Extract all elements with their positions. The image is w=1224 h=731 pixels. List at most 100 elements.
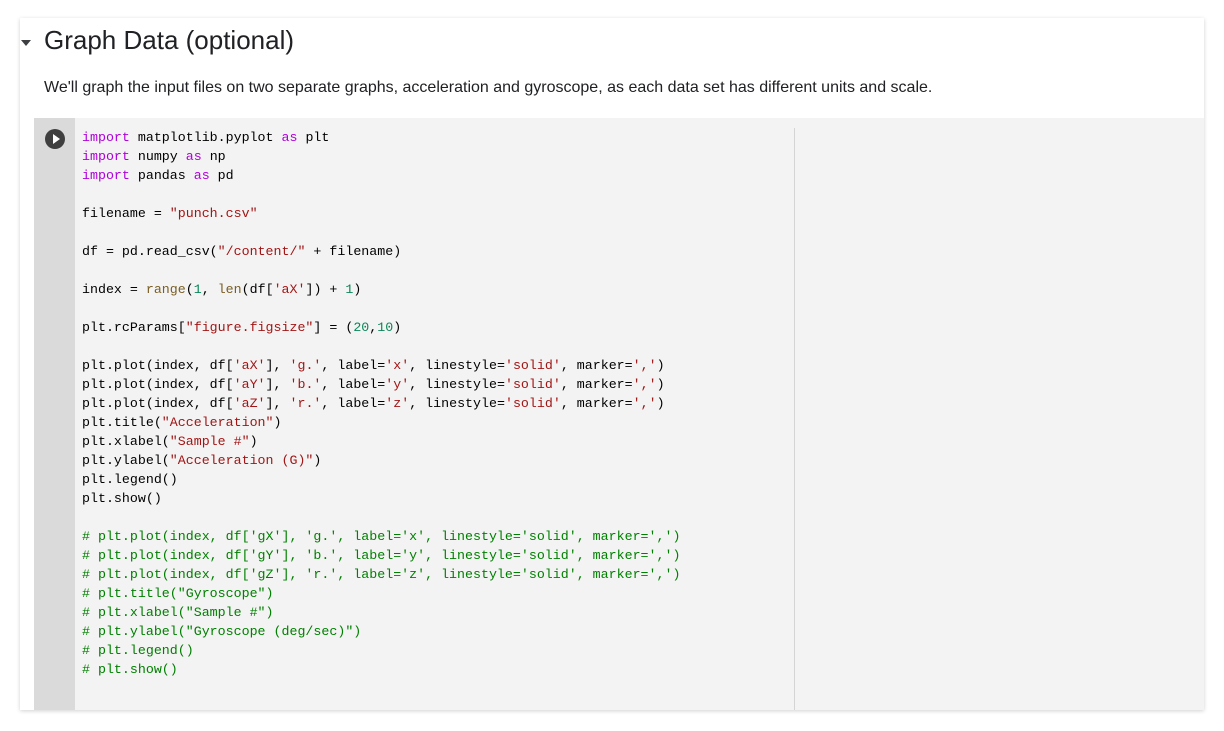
code-token: "Acceleration" [161,415,274,430]
code-token: plt.show() [82,491,162,506]
code-token: 'g.' [289,358,322,373]
code-line [82,261,680,280]
code-line: import matplotlib.pyplot as plt [82,128,680,147]
code-line: import numpy as np [82,147,680,166]
code-token: + filename) [305,244,402,259]
code-line [82,185,680,204]
code-token: 'z' [385,396,410,411]
code-token: 1 [193,282,202,297]
code-token: plt.ylabel( [82,453,170,468]
code-token: ) [273,415,282,430]
code-line: # plt.ylabel("Gyroscope (deg/sec)") [82,622,680,641]
code-token: "punch.csv" [169,206,258,221]
code-token: numpy [129,149,186,164]
code-token: ], [265,377,290,392]
code-token: plt.title( [82,415,162,430]
code-line: plt.plot(index, df['aY'], 'b.', label='y… [82,375,680,394]
code-token: 'aX' [273,282,306,297]
code-token: ) [249,434,258,449]
notebook-section: Graph Data (optional) We'll graph the in… [20,18,1204,710]
code-token: ] = ( [313,320,354,335]
code-line: plt.plot(index, df['aZ'], 'r.', label='z… [82,394,680,413]
code-token: , linestyle= [409,358,505,373]
code-token: as [193,168,210,183]
code-line [82,299,680,318]
code-token: , label= [321,358,386,373]
code-token: import [82,130,130,145]
code-token: 'solid' [504,396,561,411]
code-line: plt.show() [82,489,680,508]
code-token: ], [265,358,290,373]
code-token: 'b.' [289,377,322,392]
code-token: 'solid' [504,358,561,373]
code-token: "figure.figsize" [185,320,314,335]
code-line: # plt.plot(index, df['gX'], 'g.', label=… [82,527,680,546]
code-token: filename = [82,206,170,221]
code-token: plt.legend() [82,472,178,487]
code-token: # plt.ylabel("Gyroscope (deg/sec)") [82,624,362,639]
code-token: plt.plot(index, df[ [82,377,234,392]
code-token: pandas [129,168,194,183]
code-token: plt.plot(index, df[ [82,396,234,411]
code-token: 'y' [385,377,410,392]
code-token: len [217,282,242,297]
code-token: index = [82,282,146,297]
code-token: as [281,130,298,145]
code-token: # plt.show() [82,662,178,677]
code-token: ) [313,453,322,468]
code-token: pd [209,168,234,183]
code-cell-gutter [34,118,75,710]
section-description: We'll graph the input files on two separ… [44,79,933,96]
code-token: , marker= [560,377,633,392]
collapse-arrow-icon[interactable] [21,40,31,46]
code-token: , [369,320,378,335]
code-token: 'aY' [233,377,266,392]
code-token: "Sample #" [169,434,250,449]
code-line: index = range(1, len(df['aX']) + 1) [82,280,680,299]
code-token: , label= [321,396,386,411]
code-token: 20 [353,320,370,335]
code-line: # plt.xlabel("Sample #") [82,603,680,622]
play-icon[interactable] [45,129,65,149]
code-token: ]) + [305,282,346,297]
code-token: # plt.plot(index, df['gX'], 'g.', label=… [82,529,681,544]
code-token: 'x' [385,358,410,373]
code-token: ',' [632,396,657,411]
code-token: # plt.plot(index, df['gZ'], 'r.', label=… [82,567,681,582]
code-line: # plt.show() [82,660,680,679]
code-line: plt.legend() [82,470,680,489]
code-token: ',' [632,358,657,373]
code-token: # plt.xlabel("Sample #") [82,605,274,620]
text-cell[interactable]: Graph Data (optional) We'll graph the in… [20,18,1204,118]
code-token: , label= [321,377,386,392]
code-line: plt.title("Acceleration") [82,413,680,432]
code-token: 10 [377,320,394,335]
code-token: 'aX' [233,358,266,373]
code-token: "/content/" [217,244,306,259]
code-line [82,223,680,242]
code-token: import [82,168,130,183]
code-token: np [201,149,226,164]
code-line: # plt.title("Gyroscope") [82,584,680,603]
line-length-ruler [794,128,795,710]
code-token: ) [656,377,665,392]
code-token: ], [265,396,290,411]
code-line: # plt.plot(index, df['gZ'], 'r.', label=… [82,565,680,584]
code-token: , linestyle= [409,377,505,392]
code-token: range [145,282,186,297]
code-token: , [201,282,218,297]
code-token: ) [393,320,402,335]
code-token: 'aZ' [233,396,266,411]
code-token: # plt.title("Gyroscope") [82,586,274,601]
code-token: # plt.legend() [82,643,194,658]
code-token: plt [297,130,330,145]
code-token: , linestyle= [409,396,505,411]
code-line: plt.rcParams["figure.figsize"] = (20,10) [82,318,680,337]
code-line: filename = "punch.csv" [82,204,680,223]
code-line: plt.plot(index, df['aX'], 'g.', label='x… [82,356,680,375]
code-token: plt.xlabel( [82,434,170,449]
code-line [82,508,680,527]
